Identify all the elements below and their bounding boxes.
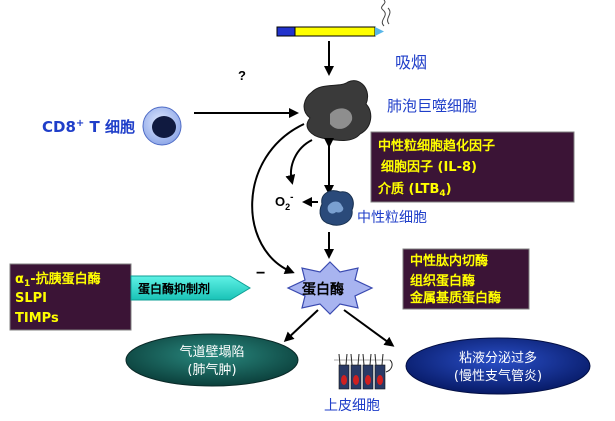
bronchitis-line-1: 粘液分泌过多	[459, 350, 537, 366]
epithelium-label: 上皮细胞	[324, 398, 380, 414]
inhibitor-line-2: SLPI	[15, 291, 47, 306]
bronchitis-ellipse	[405, 337, 591, 395]
inhibitor-arrow-label: 蛋白酶抑制剂	[138, 281, 210, 296]
cigarette-icon	[276, 0, 391, 37]
arrow-protease-to-emphysema	[283, 309, 319, 343]
protease-line-3: 金属基质蛋白酶	[409, 290, 501, 306]
arrow-macrophage-to-protease	[251, 123, 305, 274]
protease-list-box	[402, 248, 530, 310]
cd8-t-cell-icon	[142, 106, 182, 146]
macrophage-label: 肺泡巨噬细胞	[387, 97, 477, 115]
epithelial-cells-icon	[334, 353, 393, 390]
protease-star	[286, 261, 374, 315]
factor-line-2: 细胞因子 (IL-8)	[381, 159, 477, 175]
question-mark: ?	[238, 68, 246, 83]
factor-line-1: 中性粒细胞趋化因子	[378, 138, 495, 154]
arrow-macrophage-to-o2	[285, 139, 313, 185]
emphysema-line-2: (肺气肿)	[187, 362, 236, 378]
protease-line-1: 中性肽内切酶	[410, 253, 488, 269]
emphysema-line-1: 气道壁塌陷	[179, 344, 244, 360]
factor-line-3: 介质 (LTB4)	[377, 181, 452, 199]
protease-line-2: 组织蛋白酶	[410, 273, 475, 289]
neutrophil-icon	[319, 190, 354, 226]
macrophage-icon	[303, 80, 372, 141]
cd8-label: CD8+ T 细胞	[42, 118, 135, 136]
emphysema-ellipse	[125, 333, 299, 387]
inhibitor-line-1: α1-抗胰蛋白酶	[15, 271, 101, 289]
neutrophil-label: 中性粒细胞	[357, 210, 427, 226]
arrow-protease-to-bronchitis	[343, 309, 395, 347]
bronchitis-line-2: (慢性支气管炎)	[454, 368, 542, 384]
inhibitor-block-arrow	[130, 275, 251, 301]
minus-sign: −	[256, 265, 265, 282]
inhibitor-box	[9, 263, 132, 331]
macrophage-factors-box	[370, 131, 575, 203]
superoxide-label: O2-	[275, 192, 293, 212]
smoking-label: 吸烟	[395, 53, 427, 72]
protease-label: 蛋白酶	[302, 281, 344, 297]
inhibitor-line-3: TIMPs	[15, 311, 59, 326]
